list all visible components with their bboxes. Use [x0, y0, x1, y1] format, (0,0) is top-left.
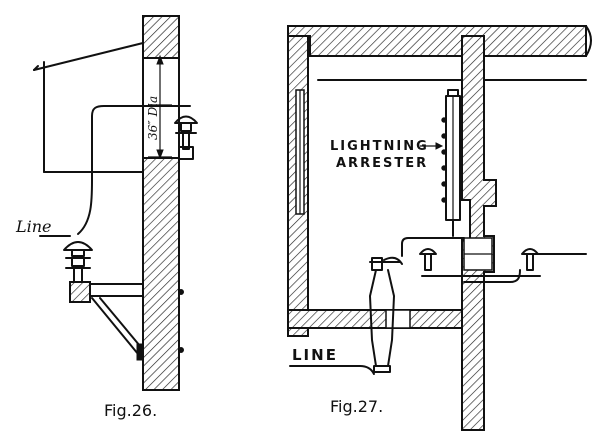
fig27-lightning-arrester [420, 89, 461, 237]
fig27-caption: Fig.27. [330, 397, 383, 416]
fig27-floor [287, 309, 465, 329]
fig26-wall [142, 15, 180, 391]
fig26-line-insulator [63, 241, 93, 283]
fig27-line-label: LINE [292, 346, 338, 364]
figure-27: LIGHTNING ARRESTER LINE Fig.27. [287, 25, 592, 431]
fig27-window [295, 89, 305, 215]
figure-26: 36″ Dia [15, 15, 198, 420]
fig27-lead-in-assembly [369, 256, 403, 373]
fig27-line-wire [289, 365, 375, 375]
fig27-arrester-label-2: ARRESTER [336, 156, 428, 171]
fig27-arrester-label-1: LIGHTNING [330, 139, 429, 154]
fig26-caption: Fig.26. [104, 401, 157, 420]
fig27-beam [287, 25, 592, 81]
fig26-service-wire [39, 105, 191, 237]
fig26-line-label: Line [15, 217, 52, 236]
fig27-outer-insulators [419, 248, 587, 271]
fig26-bracket [69, 281, 184, 361]
fig26-dimension-label: 36″ Dia [146, 96, 160, 140]
fig27-main-wall [461, 35, 497, 431]
fig27-indoor-wiring [401, 237, 541, 283]
fig26-wall-insulator [174, 115, 198, 160]
fig26-roof [33, 42, 144, 173]
